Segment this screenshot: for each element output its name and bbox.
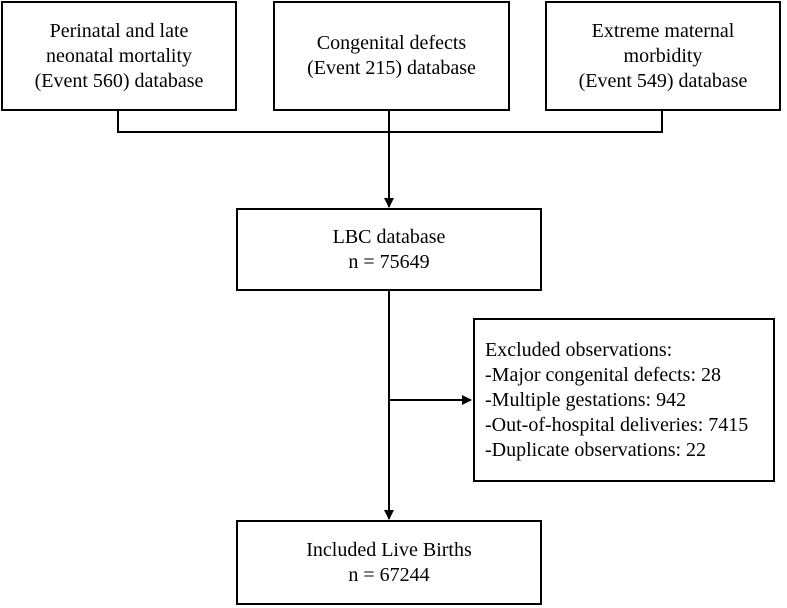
excluded-item: -Multiple gestations: 942 (485, 388, 687, 411)
excluded-observations-box: Excluded observations: -Major congenital… (473, 318, 775, 482)
lbc-title: LBC database (332, 225, 446, 248)
lbc-count: n = 75649 (348, 250, 430, 273)
source-box-text: (Event 215) database (307, 57, 476, 79)
included-count: n = 67244 (348, 563, 430, 586)
source-box-text: Perinatal and late (49, 19, 189, 42)
source-box-text: (Event 549) database (578, 69, 748, 92)
source-box-text: Congenital defects (316, 32, 467, 54)
excluded-item: -Duplicate observations: 22 (485, 438, 707, 461)
included-title: Included Live Births (306, 538, 472, 561)
included-live-births-box: Included Live Births n = 67244 (236, 520, 542, 605)
excluded-title: Excluded observations: (485, 338, 673, 361)
excluded-item: -Out-of-hospital deliveries: 7415 (485, 413, 749, 436)
source-box-perinatal: Perinatal and late neonatal mortality (E… (1, 1, 237, 111)
source-box-text: Extreme maternal (591, 19, 735, 42)
source-box-maternal: Extreme maternal morbidity (Event 549) d… (545, 1, 781, 111)
source-box-text: (Event 560) database (34, 69, 204, 92)
source-box-text: neonatal mortality (45, 44, 193, 67)
lbc-database-box: LBC database n = 75649 (236, 208, 542, 291)
source-box-congenital: Congenital defects (Event 215) database (273, 1, 510, 111)
source-box-text: morbidity (623, 44, 703, 67)
excluded-item: -Major congenital defects: 28 (485, 363, 722, 386)
